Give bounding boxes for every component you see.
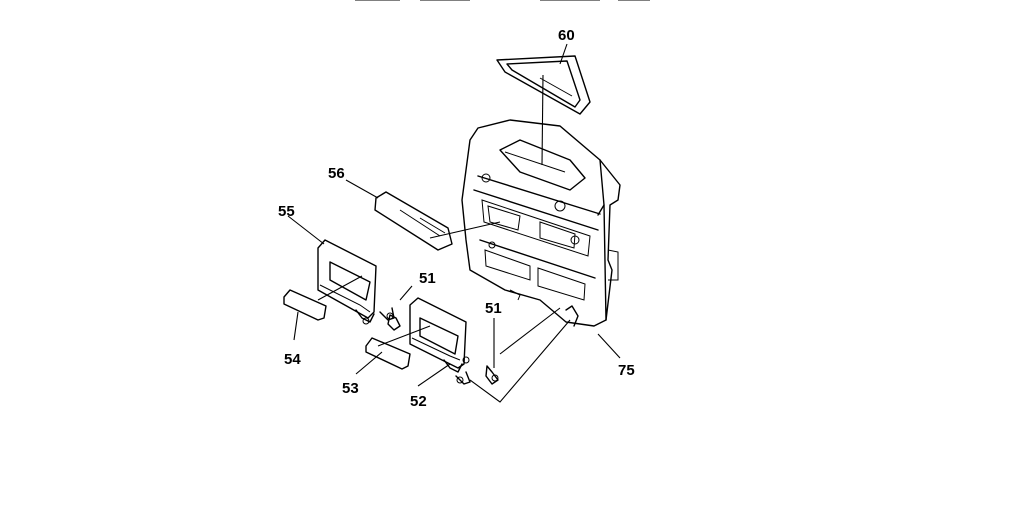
part-54-small-tab [283,289,327,321]
callout-51-left: 51 [419,270,436,287]
callout-51-right: 51 [485,300,502,317]
callout-56: 56 [328,165,345,182]
callout-labels: 60 56 55 51 51 54 53 52 75 [278,27,635,410]
leader-lines [287,43,621,403]
callout-75: 75 [618,362,635,379]
part-51-fasteners [387,314,499,385]
callout-60: 60 [558,27,575,44]
part-75-main-housing [461,119,621,327]
part-60-top-trim [496,55,591,115]
part-53-small-tab [365,337,411,370]
callout-55: 55 [278,203,295,220]
callout-54: 54 [284,351,301,368]
part-52-lower-bracket [409,297,471,385]
part-56-strip [374,191,453,251]
callout-53: 53 [342,380,359,397]
part-55-left-bracket [317,239,395,325]
callout-52: 52 [410,393,427,410]
